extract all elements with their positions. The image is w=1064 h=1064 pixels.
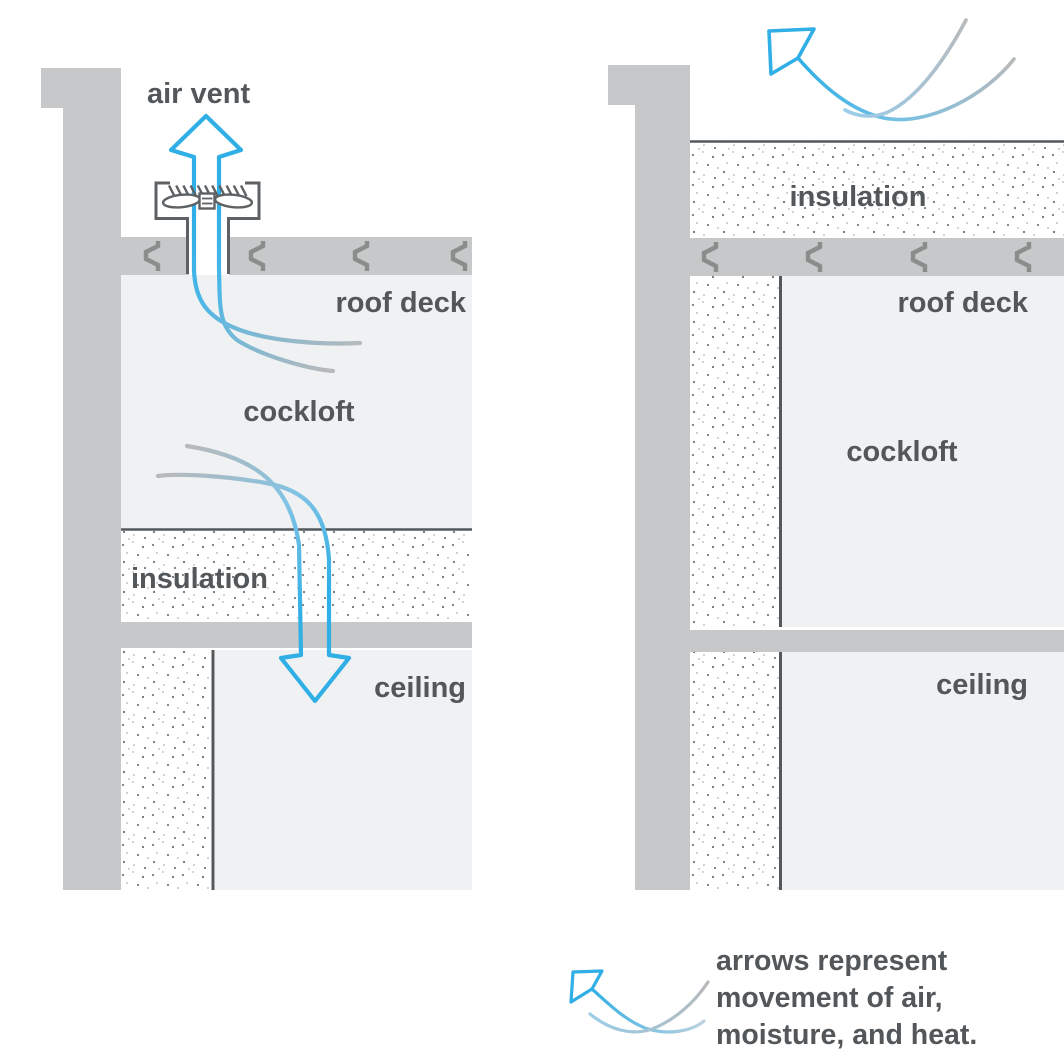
left-diagram-vented-roof: air vent roof deck cockloft insulation c… [41,68,472,890]
label-cockloft-left: cockloft [243,396,355,428]
deck-clip-icon [450,241,468,271]
right-roof-deck-band [690,238,1064,276]
right-room-area [782,652,1064,890]
right-cockloft-wall-insulation [690,276,779,627]
escape-airflow-arrow-icon [796,56,1016,122]
up-airflow-arrow-icon [168,113,363,374]
legend-text-line-2: movement of air, [716,982,942,1014]
right-diagram-insulated-roof: insulation roof deck cockloft ceiling [608,18,1064,890]
legend-text-line-3: moisture, and heat. [716,1019,977,1051]
label-air-vent: air vent [147,78,250,110]
legend-arrow-icon [569,969,710,1034]
right-ceiling-slab [690,630,1064,652]
left-ceiling-slab [121,622,472,648]
legend-companion-curve [588,980,710,1034]
deck-clip-icon [352,241,370,271]
right-room-wall-insulation [690,652,779,890]
label-cockloft-right: cockloft [846,436,958,468]
deck-clip-icon [248,241,266,271]
fan-hub [198,192,216,210]
left-exterior-wall [63,68,121,890]
deck-clip-icon [910,242,928,272]
escape-airflow-companion-curve [843,18,968,118]
escape-arrowhead-icon [767,27,816,76]
deck-clip-icon [701,242,719,272]
left-cockloft-area [121,275,472,529]
label-ceiling-left: ceiling [374,672,466,704]
right-roof-insulation-band [690,143,1064,236]
left-room-area [215,650,472,890]
label-roof-deck-left: roof deck [335,287,466,319]
deck-clip-icon [805,242,823,272]
vent-housing-outline [154,181,261,274]
down-airflow-arrow-icon [155,443,352,704]
fan-hub-vents [202,197,213,205]
right-deck-clip-icons [701,242,1032,272]
left-insulation-band [121,531,472,619]
deck-clip-icon [143,241,161,271]
label-ceiling-right: ceiling [936,669,1028,701]
right-cockloft-area [782,276,1064,627]
legend: arrows represent movement of air, moistu… [569,945,977,1051]
left-deck-clip-icons [143,241,468,271]
right-exterior-wall [635,65,690,890]
legend-text-line-1: arrows represent [716,945,948,977]
label-roof-deck-right: roof deck [897,287,1028,319]
deck-clip-icon [1014,242,1032,272]
label-insulation-right: insulation [790,181,927,213]
left-roof-deck-band [121,237,472,275]
legend-arrow-curve [590,987,706,1034]
label-insulation-left: insulation [131,563,268,595]
legend-arrowhead-icon [569,969,604,1004]
left-wall-insulation-strip [121,650,211,890]
air-vent-fan-icon [154,181,261,274]
